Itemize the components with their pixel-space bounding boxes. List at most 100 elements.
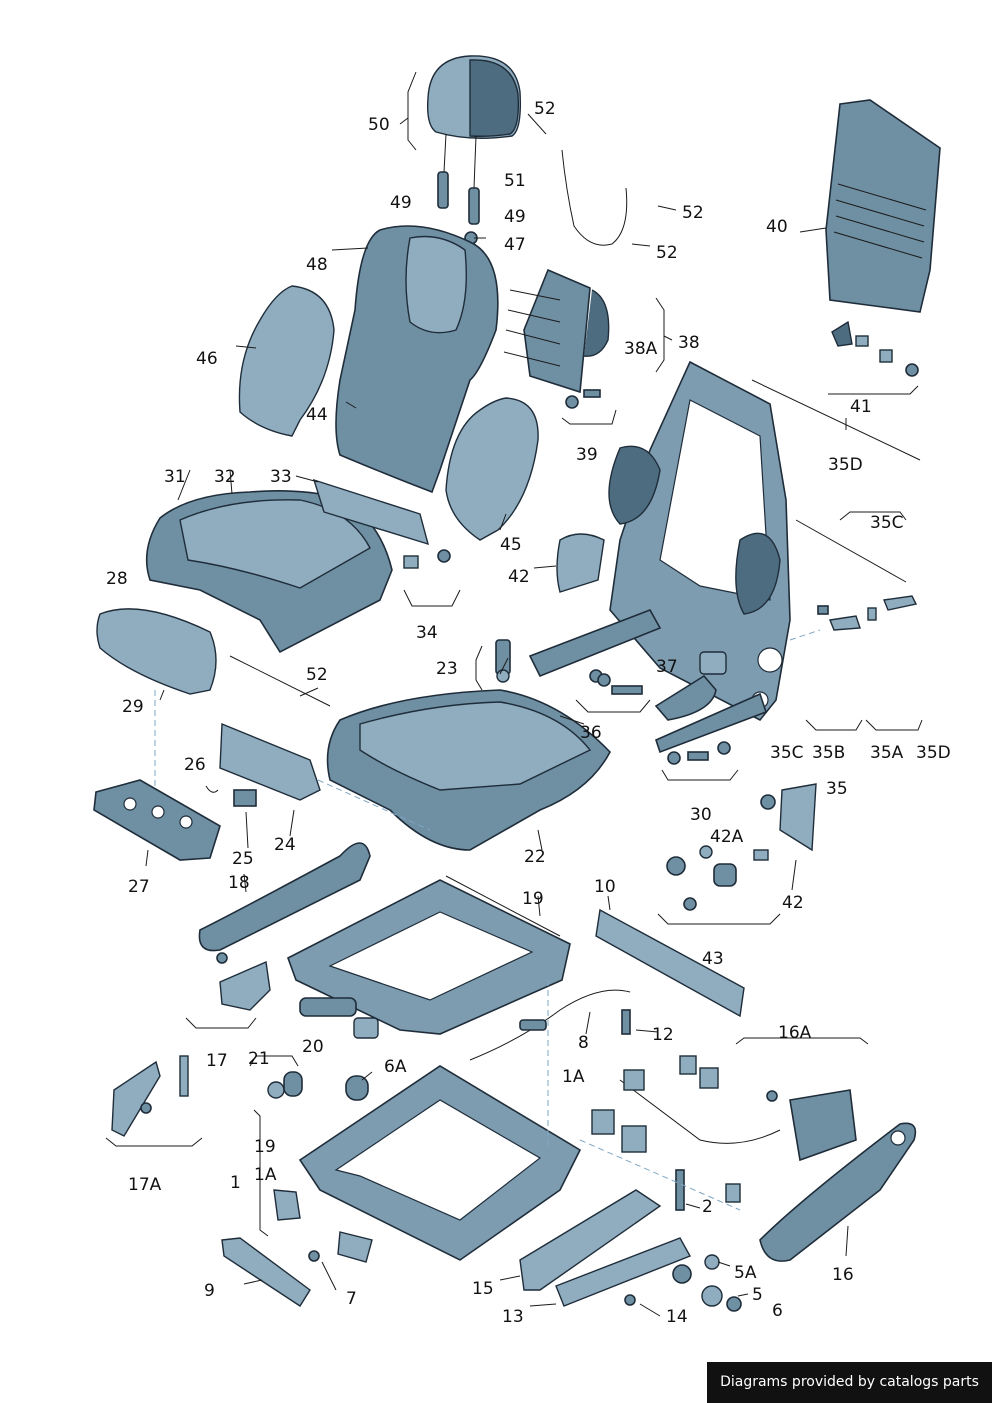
label-15: 15 [472, 1279, 494, 1299]
label-8: 8 [578, 1033, 589, 1053]
label-35: 35 [826, 779, 848, 799]
label-5: 5 [752, 1285, 763, 1305]
label-24: 24 [274, 835, 296, 855]
label-45: 45 [500, 535, 522, 555]
label-32: 32 [214, 467, 236, 487]
trim-13 [555, 1237, 691, 1307]
backrest-panel-40 [825, 99, 941, 377]
label-42: 42 [508, 567, 530, 587]
label-33: 33 [270, 467, 292, 487]
label-16a: 16A [778, 1023, 812, 1043]
label-49: 49 [390, 193, 412, 213]
recliner-arm-36 [528, 609, 768, 754]
lumbar-support-38 [503, 268, 610, 394]
headrest-guide-bar-49 [437, 133, 480, 245]
label-46: 46 [196, 349, 218, 369]
label-52: 52 [534, 99, 556, 119]
rubber-21 [267, 1071, 303, 1099]
label-9: 9 [204, 1281, 215, 1301]
label-42a: 42A [710, 827, 744, 847]
label-52: 52 [306, 665, 328, 685]
label-29: 29 [122, 697, 144, 717]
label-41: 41 [850, 397, 872, 417]
label-23: 23 [436, 659, 458, 679]
wiring-harness [591, 1055, 781, 1203]
label-35c: 35C [870, 513, 904, 533]
motor-20 [299, 997, 379, 1039]
label-13: 13 [502, 1307, 524, 1327]
diagram-credit: Diagrams provided by catalogs parts [707, 1362, 992, 1403]
support-27 [93, 779, 221, 861]
cable-8 [469, 989, 631, 1061]
washers-43 [666, 845, 769, 911]
label-35d: 35D [828, 455, 863, 475]
bracket-9 [221, 1237, 311, 1307]
label-27: 27 [128, 877, 150, 897]
bracket-17 [216, 952, 271, 1011]
label-52: 52 [682, 203, 704, 223]
label-49: 49 [504, 207, 526, 227]
label-17a: 17A [128, 1175, 162, 1195]
label-20: 20 [302, 1037, 324, 1057]
seat-frame-19 [287, 875, 571, 1035]
backrest-cushion-48 [335, 225, 499, 494]
label-52: 52 [656, 243, 678, 263]
switch-16a [766, 1089, 857, 1162]
clip-1a [273, 1189, 301, 1221]
cover-panel-24 [219, 722, 321, 801]
label-35c: 35C [770, 743, 804, 763]
bolts-30 [589, 669, 731, 765]
label-16: 16 [832, 1265, 854, 1285]
bolt-2 [675, 1169, 685, 1211]
label-35b: 35B [812, 743, 845, 763]
label-12: 12 [652, 1025, 674, 1045]
label-1a: 1A [562, 1067, 585, 1087]
label-14: 14 [666, 1307, 688, 1327]
connector-25 [233, 789, 257, 807]
label-6a: 6A [384, 1057, 407, 1077]
label-25: 25 [232, 849, 254, 869]
label-38: 38 [678, 333, 700, 353]
parts-5-6-14 [624, 1254, 742, 1312]
label-22: 22 [524, 847, 546, 867]
cover-42-lower [760, 783, 817, 852]
side-bolster-left-46 [238, 285, 335, 437]
label-38a: 38A [624, 339, 658, 359]
label-43: 43 [702, 949, 724, 969]
label-1: 1 [230, 1173, 241, 1193]
cushion-bracket-33 [312, 478, 430, 546]
trim-15 [519, 1189, 662, 1291]
label-47: 47 [504, 235, 526, 255]
label-30: 30 [690, 805, 712, 825]
bracket-17a [111, 1055, 189, 1137]
side-trim-16 [759, 1122, 917, 1262]
thigh-support-28 [96, 608, 217, 695]
motor-37 [654, 651, 727, 721]
label-40: 40 [766, 217, 788, 237]
cover-42-top [556, 533, 605, 593]
label-5a: 5A [734, 1263, 757, 1283]
label-42: 42 [782, 893, 804, 913]
side-trim-18 [198, 842, 371, 952]
label-48: 48 [306, 255, 328, 275]
label-26: 26 [184, 755, 206, 775]
label-34: 34 [416, 623, 438, 643]
bolt-12 [621, 1009, 631, 1035]
side-bolster-right-45 [445, 397, 539, 541]
parts-35abd [817, 595, 918, 631]
label-28: 28 [106, 569, 128, 589]
wire-harness-52 [561, 149, 628, 246]
rod-41 [751, 379, 921, 461]
clip-26 [205, 785, 219, 793]
rod-35c [795, 519, 907, 583]
trim-panel-10 [595, 908, 745, 1018]
bracket-7 [308, 1231, 373, 1263]
seat-cushion-32 [145, 490, 393, 654]
label-39: 39 [576, 445, 598, 465]
label-17: 17 [206, 1051, 228, 1071]
seat-pan-22 [326, 689, 611, 851]
label-10: 10 [594, 877, 616, 897]
label-50: 50 [368, 115, 390, 135]
spring-23 [495, 639, 511, 683]
label-51: 51 [504, 171, 526, 191]
